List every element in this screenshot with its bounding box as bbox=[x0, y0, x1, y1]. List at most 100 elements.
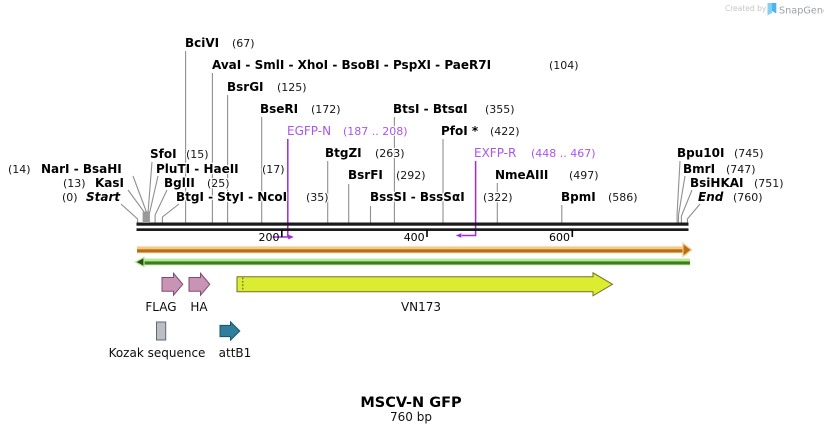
site-name[interactable]: BciVI bbox=[184, 35, 221, 51]
feature-ha-arrow[interactable] bbox=[188, 271, 211, 297]
ruler-label-200: 200 bbox=[259, 231, 280, 244]
feature-attb1-arrow[interactable] bbox=[219, 320, 241, 342]
primer-exfp-r-marker bbox=[455, 161, 477, 238]
site-name[interactable]: BmrI bbox=[682, 161, 716, 177]
sequence-ruler: 200 400 600 bbox=[259, 229, 574, 244]
site-name[interactable]: KasI bbox=[94, 175, 125, 191]
site-name[interactable]: BsiHKAI bbox=[689, 175, 745, 191]
primer-egfp-n-label[interactable]: EGFP-N bbox=[286, 123, 332, 139]
site-name[interactable]: BglII bbox=[163, 175, 196, 191]
features: FLAG HA VN173 Kozak sequence attB1 bbox=[108, 271, 614, 361]
site-position: (14) bbox=[8, 163, 31, 176]
site-name[interactable]: PfoI * bbox=[440, 123, 480, 139]
reverse-strand-core[interactable] bbox=[144, 261, 690, 265]
reverse-strand-arrowhead-icon bbox=[134, 256, 145, 268]
site-name[interactable]: NarI - BsaHI bbox=[40, 161, 123, 177]
primer-labels: EGFP-N (187 .. 208) EXFP-R (448 .. 467) bbox=[286, 123, 597, 161]
site-name[interactable]: SfoI bbox=[149, 146, 178, 162]
primer-egfp-n-marker bbox=[272, 139, 294, 240]
site-name[interactable]: AvaI - SmlI - XhoI - BsoBI - PspXI - Pae… bbox=[211, 57, 492, 73]
sequence-line bbox=[136, 211, 689, 231]
feature-vn173-label[interactable]: VN173 bbox=[400, 299, 442, 315]
site-position: (104) bbox=[549, 59, 579, 72]
forward-strand-arrowhead-icon bbox=[682, 242, 693, 258]
primer-exfp-r-line[interactable] bbox=[461, 161, 477, 237]
feature-flag-label[interactable]: FLAG bbox=[144, 299, 177, 315]
site-position: (125) bbox=[277, 81, 307, 94]
site-position: (747) bbox=[726, 163, 756, 176]
connector-start bbox=[120, 203, 139, 223]
primer-exfp-r-label[interactable]: EXFP-R bbox=[473, 145, 518, 161]
site-name[interactable]: PluTI - HaeII bbox=[155, 161, 240, 177]
feature-attb1-label[interactable]: attB1 bbox=[218, 345, 253, 361]
site-name[interactable]: BsrGI bbox=[226, 79, 265, 95]
site-btgi-group: BtgI - StyI - NcoI (35) bbox=[175, 189, 330, 205]
site-position: (292) bbox=[396, 169, 426, 182]
site-pluti-group: PluTI - HaeII (17) bbox=[155, 161, 286, 177]
site-position: (25) bbox=[207, 177, 230, 190]
site-name[interactable]: BtgI - StyI - NcoI bbox=[175, 189, 289, 205]
primer-exfp-r-arrowhead-icon bbox=[455, 233, 462, 238]
site-bsihkai: BsiHKAI (751) bbox=[689, 175, 785, 191]
forward-strand-core[interactable] bbox=[137, 249, 683, 253]
site-name[interactable]: BseRI bbox=[259, 101, 300, 117]
feature-flag-arrow[interactable] bbox=[161, 271, 184, 297]
site-bseri: BseRI (172) bbox=[259, 101, 342, 117]
feature-ha-label[interactable]: HA bbox=[189, 299, 209, 315]
site-btsi-group: BtsI - BtsαI (355) bbox=[392, 101, 516, 117]
site-kasi: (13) KasI bbox=[62, 175, 125, 191]
connector-end bbox=[686, 203, 701, 223]
snapgene-logo-highlight-icon bbox=[767, 3, 772, 16]
sequence-line-bottom bbox=[136, 228, 689, 231]
site-position: (355) bbox=[485, 103, 515, 116]
site-position: (745) bbox=[734, 147, 764, 160]
site-position: (586) bbox=[608, 191, 638, 204]
ruler-label-400: 400 bbox=[404, 231, 425, 244]
connector-bglii bbox=[154, 189, 168, 223]
connector-bsihkai bbox=[680, 189, 693, 223]
snapgene-watermark: Created by SnapGene bbox=[725, 3, 824, 17]
site-bpu10i: Bpu10I (745) bbox=[676, 145, 765, 161]
site-position: (67) bbox=[232, 37, 255, 50]
reverse-strand-arrow bbox=[134, 256, 690, 268]
site-position: (17) bbox=[262, 163, 285, 176]
site-bsrgi: BsrGI (125) bbox=[226, 79, 308, 95]
feature-kozak-box[interactable] bbox=[156, 321, 167, 341]
site-position: (35) bbox=[306, 191, 329, 204]
feature-vn173-arrow[interactable] bbox=[236, 271, 614, 297]
site-nari-group: (14) NarI - BsaHI bbox=[7, 161, 123, 177]
site-position: (263) bbox=[375, 147, 405, 160]
site-name[interactable]: End bbox=[697, 189, 725, 205]
feature-kozak-label[interactable]: Kozak sequence bbox=[108, 345, 207, 361]
site-pfoi: PfoI * (422) bbox=[440, 123, 521, 139]
site-name[interactable]: Bpu10I bbox=[676, 145, 726, 161]
site-position: (0) bbox=[62, 191, 78, 204]
site-name[interactable]: NmeAIII bbox=[494, 167, 550, 183]
site-bcivi: BciVI (67) bbox=[184, 35, 256, 51]
site-position: (13) bbox=[63, 177, 86, 190]
site-position: (322) bbox=[483, 191, 513, 204]
site-bmri: BmrI (747) bbox=[682, 161, 757, 177]
site-end: End (760) bbox=[697, 189, 764, 205]
site-name[interactable]: BtgZI bbox=[324, 145, 363, 161]
primer-egfp-n-range: (187 .. 208) bbox=[343, 125, 408, 138]
ruler-label-600: 600 bbox=[549, 231, 570, 244]
site-name[interactable]: BtsI - BtsαI bbox=[392, 101, 469, 117]
site-name[interactable]: BsrFI bbox=[347, 167, 384, 183]
site-btgzi: BtgZI (263) bbox=[324, 145, 406, 161]
site-name[interactable]: Start bbox=[85, 189, 123, 205]
site-position: (751) bbox=[754, 177, 784, 190]
sequence-line-top bbox=[136, 222, 689, 226]
forward-strand-arrow bbox=[137, 242, 693, 258]
primer-exfp-r-range: (448 .. 467) bbox=[531, 147, 596, 160]
site-name[interactable]: BpmI bbox=[560, 189, 597, 205]
plasmid-title: MSCV-N GFP bbox=[360, 395, 462, 411]
brand-text: SnapGene bbox=[779, 6, 824, 17]
plasmid-length: 760 bp bbox=[390, 410, 432, 424]
site-position: (497) bbox=[569, 169, 599, 182]
site-bsrfi: BsrFI (292) bbox=[347, 167, 427, 183]
connector-btgi bbox=[161, 203, 180, 223]
site-name[interactable]: BssSI - BssSαI bbox=[369, 189, 466, 205]
site-start: (0) Start bbox=[61, 189, 123, 205]
primer-egfp-n-line[interactable] bbox=[272, 139, 289, 238]
